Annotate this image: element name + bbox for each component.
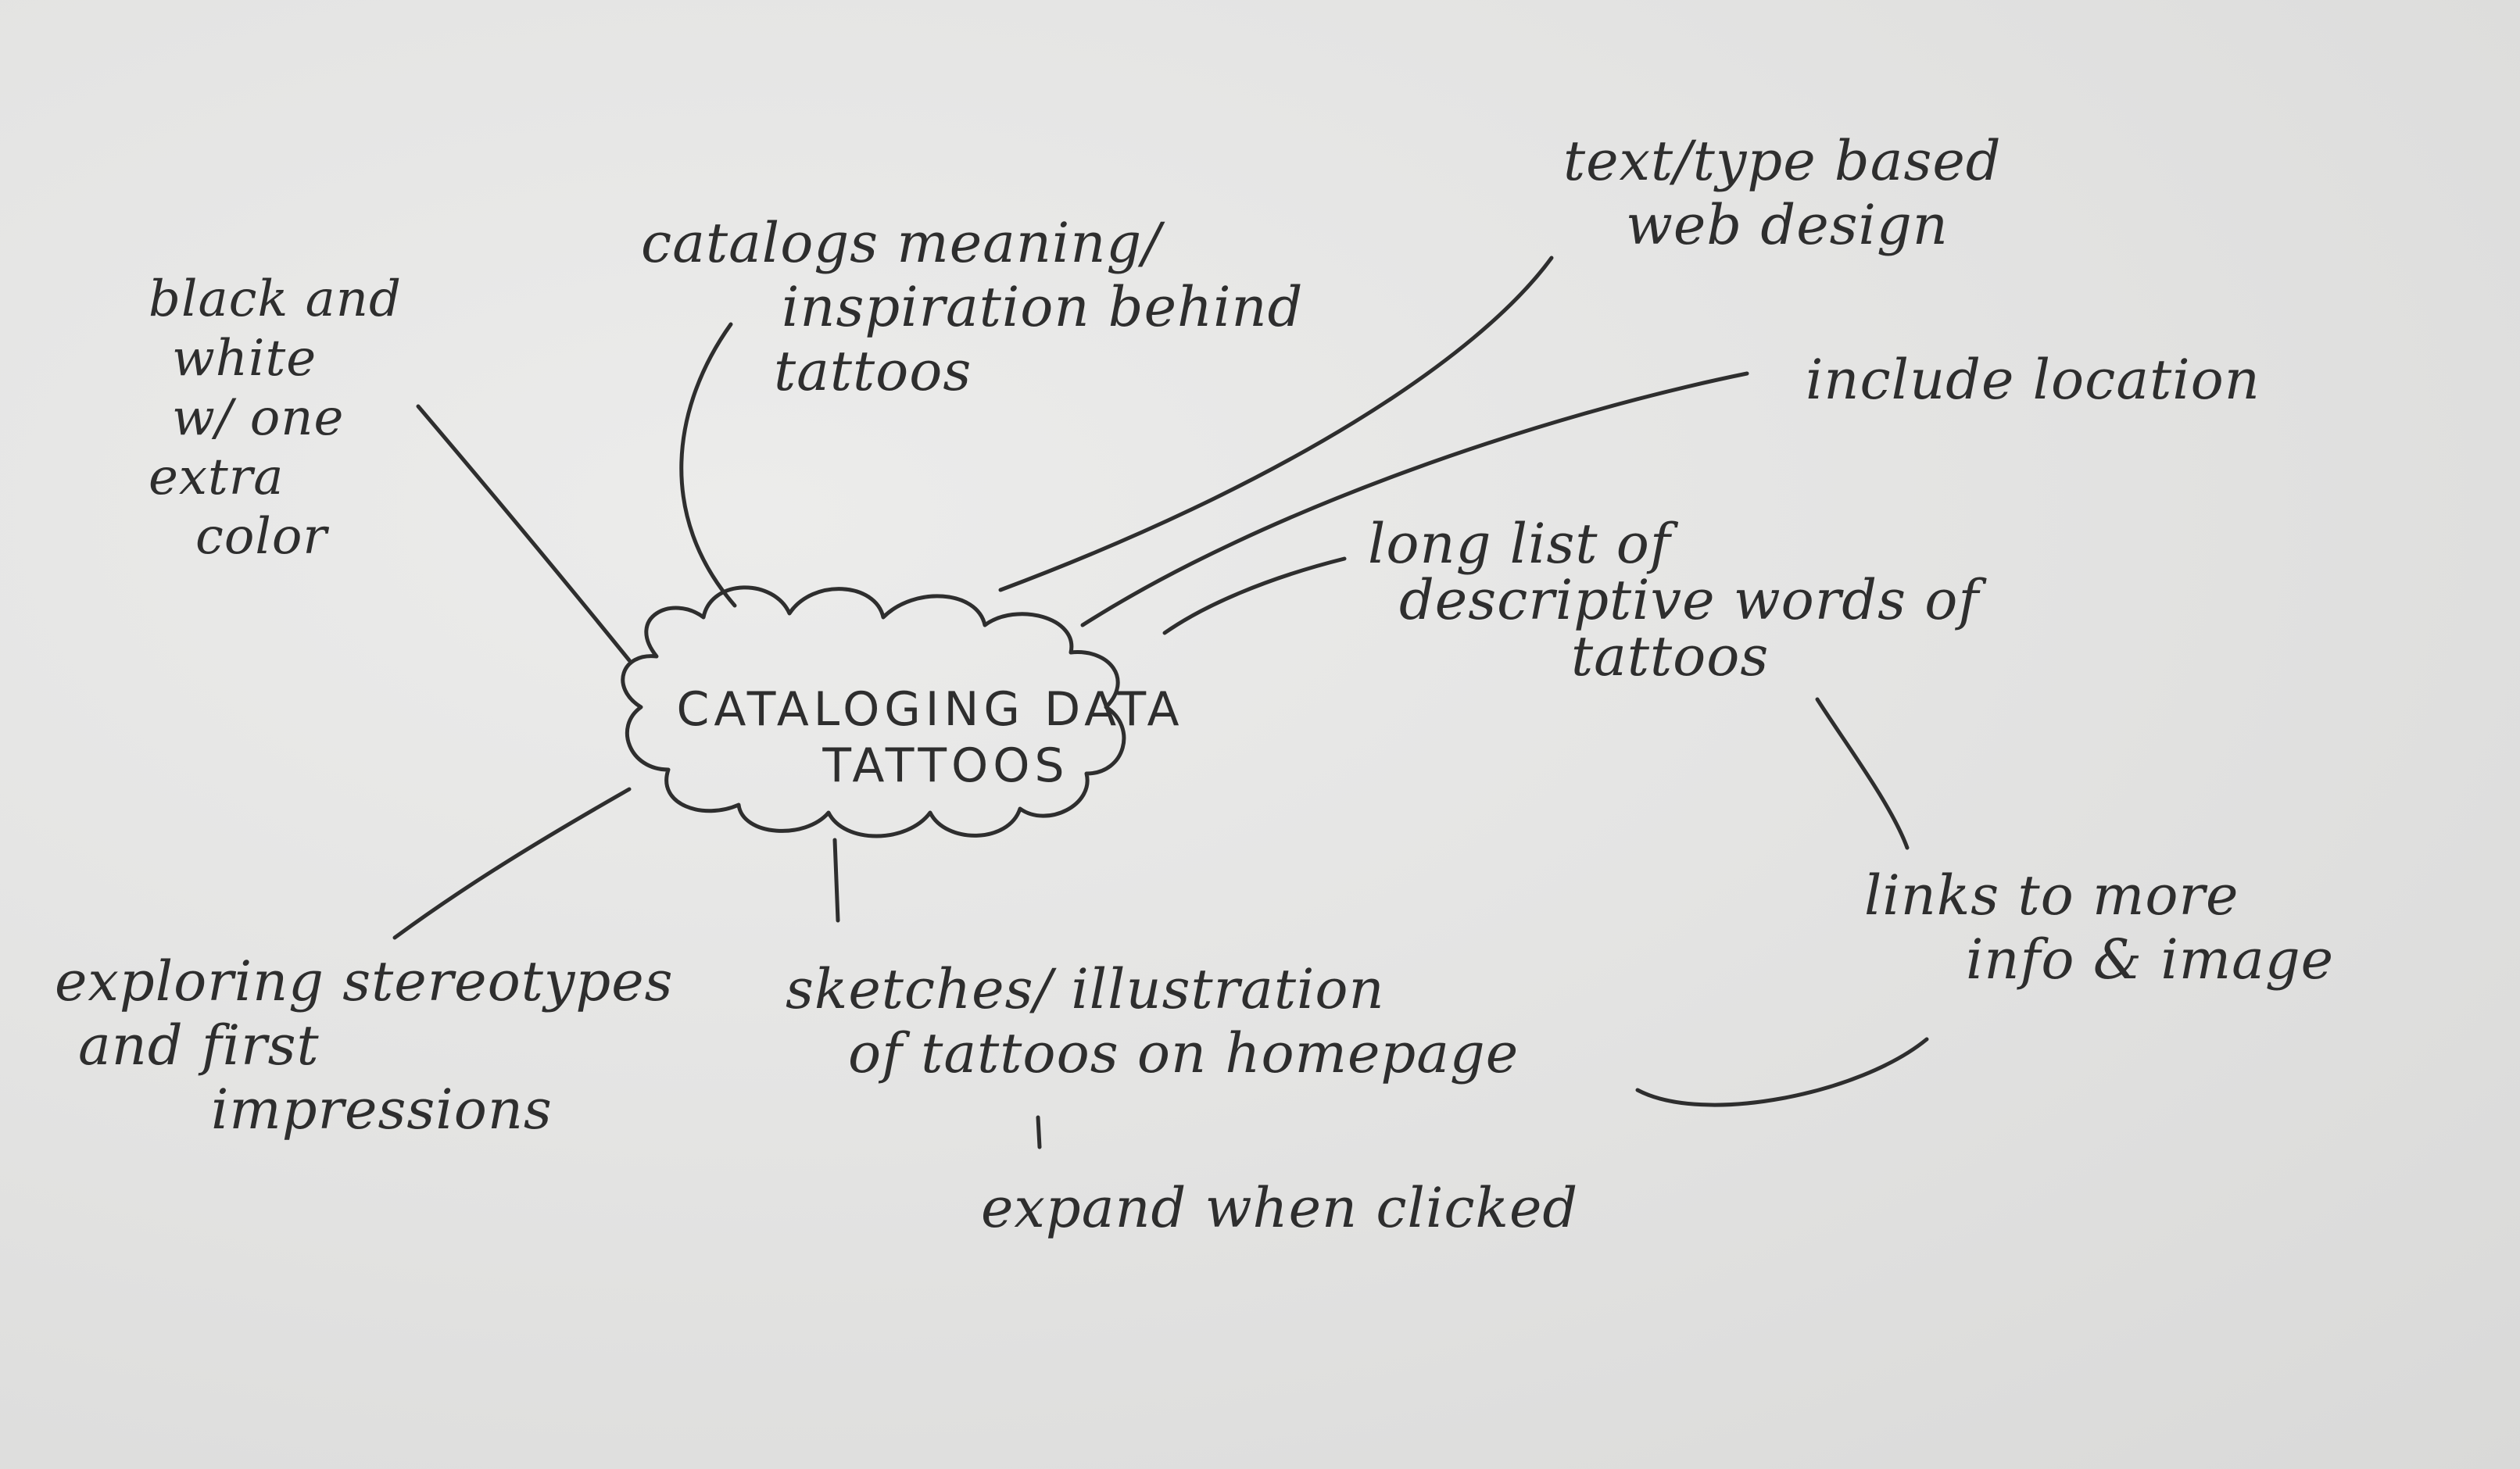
connector-links-top xyxy=(1815,697,1910,850)
note-line: catalogs meaning/ xyxy=(641,211,1162,275)
note-line: info & image xyxy=(1966,928,2335,992)
note-links: links to more info & image xyxy=(1864,863,2334,992)
central-topic-line-2: TATTOOS xyxy=(822,738,1069,793)
note-line: text/type based xyxy=(1563,129,2002,193)
connector-descriptive xyxy=(1162,556,1347,635)
note-line: of tattoos on homepage xyxy=(848,1021,1520,1085)
note-line: extra xyxy=(149,449,285,506)
note-line: w/ one xyxy=(172,389,345,447)
note-line: impressions xyxy=(211,1078,553,1142)
note-line: color xyxy=(195,508,328,566)
note-color-scheme: black and white w/ one extra color xyxy=(149,270,402,567)
central-topic-line-1: CATALOGING DATA xyxy=(676,682,1184,737)
note-meaning: catalogs meaning/ inspiration behind tat… xyxy=(641,211,1303,403)
connector-expand xyxy=(1036,1115,1042,1149)
connector-meaning xyxy=(679,322,737,608)
note-line: and first xyxy=(78,1013,320,1078)
note-line: descriptive words of xyxy=(1399,568,1980,632)
connector-color-scheme xyxy=(416,404,632,663)
note-line: tattoos xyxy=(774,339,972,403)
note-expand: expand when clicked xyxy=(981,1176,1578,1240)
note-location: include location xyxy=(1806,348,2260,412)
note-line: include location xyxy=(1806,348,2260,412)
connector-web-design xyxy=(998,256,1554,592)
note-line: expand when clicked xyxy=(981,1176,1579,1240)
note-line: web design xyxy=(1626,193,1949,257)
note-line: tattoos xyxy=(1571,624,1770,688)
note-line: long list of xyxy=(1368,512,1671,576)
note-line: inspiration behind xyxy=(782,275,1304,339)
connector-sketches xyxy=(832,838,840,923)
note-line: black and xyxy=(149,270,402,328)
central-topic: CATALOGING DATA TATTOOS xyxy=(657,681,1204,794)
note-line: sketches/ illustration xyxy=(786,957,1385,1021)
note-sketches: sketches/ illustration of tattoos on hom… xyxy=(786,957,1519,1085)
connector-stereotypes xyxy=(392,787,632,940)
note-line: links to more xyxy=(1864,863,2239,928)
note-line: exploring stereotypes xyxy=(55,949,674,1013)
connector-links-bottom xyxy=(1635,1037,1929,1107)
note-descriptive: long list of descriptive words of tattoo… xyxy=(1368,516,1979,684)
connector-location xyxy=(1080,371,1749,627)
note-stereotypes: exploring stereotypes and first impressi… xyxy=(55,949,674,1142)
central-cloud-outline xyxy=(621,585,1126,838)
note-web-design: text/type based web design xyxy=(1563,129,2002,257)
note-line: white xyxy=(172,330,317,388)
